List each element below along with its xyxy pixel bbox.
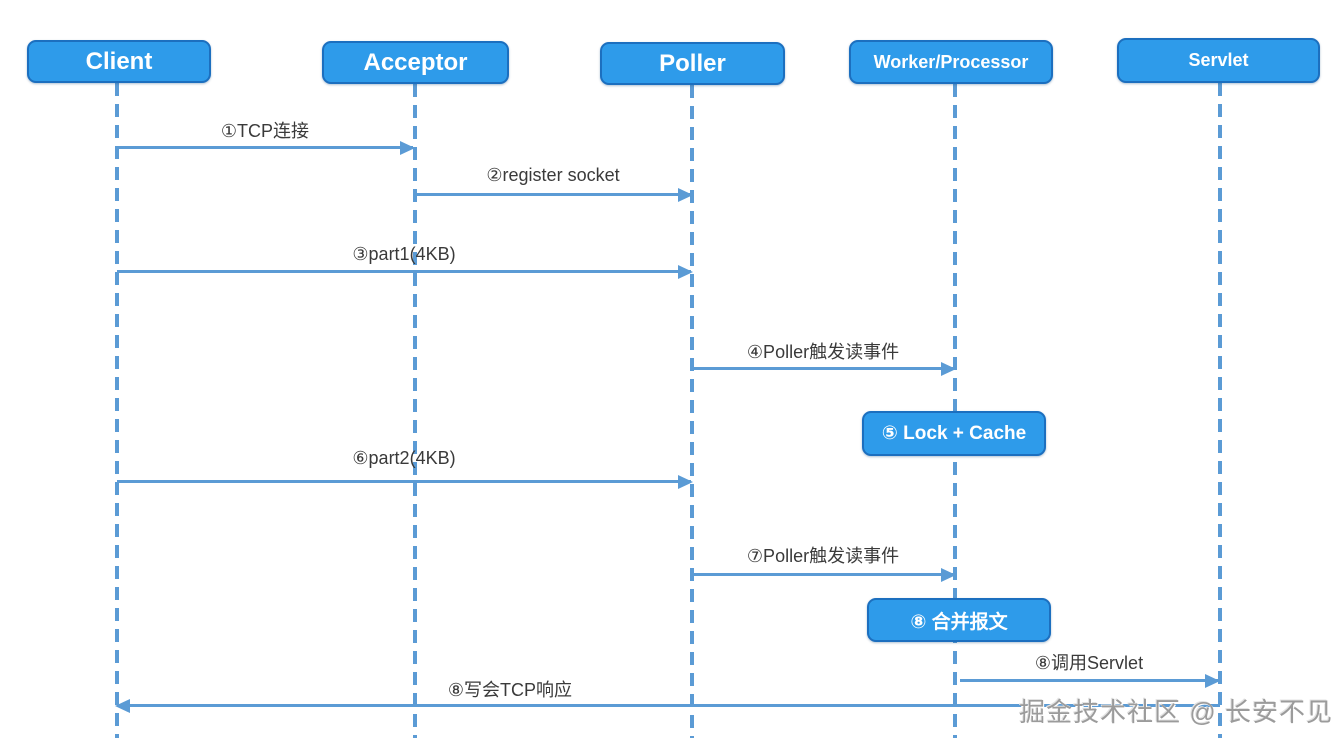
- activation-box-lock-cache: ⑤ Lock + Cache: [862, 411, 1046, 456]
- message-arrow-write-tcp-response: [117, 704, 1220, 707]
- message-arrow-poller-read-event-1: [692, 367, 954, 370]
- message-label-part2: ⑥part2(4KB): [352, 448, 456, 468]
- actor-box-servlet: Servlet: [1117, 38, 1320, 83]
- message-label-poller-read-event-1: ④Poller触发读事件: [746, 342, 900, 362]
- message-label-part1: ③part1(4KB): [352, 244, 456, 264]
- lifeline-servlet: [1218, 83, 1222, 738]
- lifeline-client: [115, 83, 119, 738]
- actor-label-client: Client: [85, 47, 153, 75]
- activation-label-lock-cache: ⑤ Lock + Cache: [881, 423, 1027, 444]
- actor-box-worker-processor: Worker/Processor: [849, 40, 1053, 84]
- message-label-tcp-connect: ①TCP连接: [220, 121, 310, 141]
- actor-box-acceptor: Acceptor: [322, 41, 509, 84]
- message-arrow-poller-read-event-2: [692, 573, 954, 576]
- message-arrow-part2: [117, 480, 691, 483]
- lifeline-acceptor: [413, 84, 417, 738]
- actor-box-client: Client: [27, 40, 211, 83]
- watermark-text: 掘金技术社区 @ 长安不见: [1019, 697, 1333, 727]
- message-label-register-socket: ②register socket: [486, 165, 620, 185]
- lifeline-poller: [690, 85, 694, 738]
- activation-box-merge-packets: ⑧ 合并报文: [867, 598, 1051, 642]
- message-label-poller-read-event-2: ⑦Poller触发读事件: [746, 546, 900, 566]
- message-label-call-servlet: ⑧调用Servlet: [1034, 653, 1144, 673]
- message-arrow-register-socket: [415, 193, 691, 196]
- message-arrow-tcp-connect: [117, 146, 413, 149]
- actor-label-worker-processor: Worker/Processor: [873, 51, 1029, 72]
- message-arrow-part1: [117, 270, 691, 273]
- message-label-write-tcp-response: ⑧写会TCP响应: [447, 680, 573, 700]
- actor-label-servlet: Servlet: [1188, 50, 1249, 70]
- message-arrow-call-servlet: [960, 679, 1218, 682]
- actor-label-acceptor: Acceptor: [363, 48, 468, 76]
- actor-label-poller: Poller: [659, 49, 726, 77]
- actor-box-poller: Poller: [600, 42, 785, 85]
- activation-label-merge-packets: ⑧ 合并报文: [910, 611, 1008, 633]
